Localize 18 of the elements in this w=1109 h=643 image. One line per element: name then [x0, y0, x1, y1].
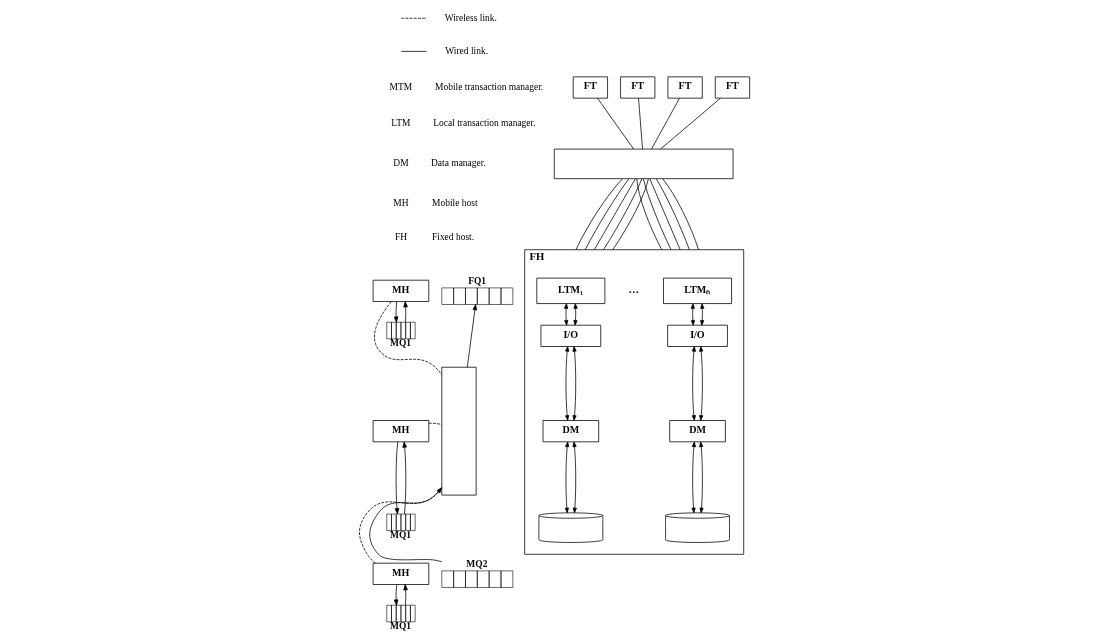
node-label: FQ1	[468, 276, 487, 287]
label: FH	[394, 231, 407, 242]
label: Data manager.	[431, 158, 486, 169]
node-label: MQ1	[389, 337, 412, 348]
label: MH	[393, 198, 409, 209]
legend-label: Wireless link.	[444, 12, 497, 23]
label: Mobile transaction manager.	[435, 81, 544, 92]
label: Local transaction manager.	[433, 117, 536, 128]
label: MTM	[389, 81, 413, 92]
label: Mobile host	[432, 198, 478, 209]
node-label: MQ1	[389, 529, 412, 540]
label: …	[628, 283, 640, 295]
label: DM	[393, 158, 409, 169]
node-label: MQ2	[466, 559, 488, 570]
legend-label: Wired link.	[445, 45, 489, 56]
label: Fixed host.	[431, 231, 475, 242]
node-label: MQ1	[389, 620, 412, 631]
label: LTM	[391, 117, 411, 128]
